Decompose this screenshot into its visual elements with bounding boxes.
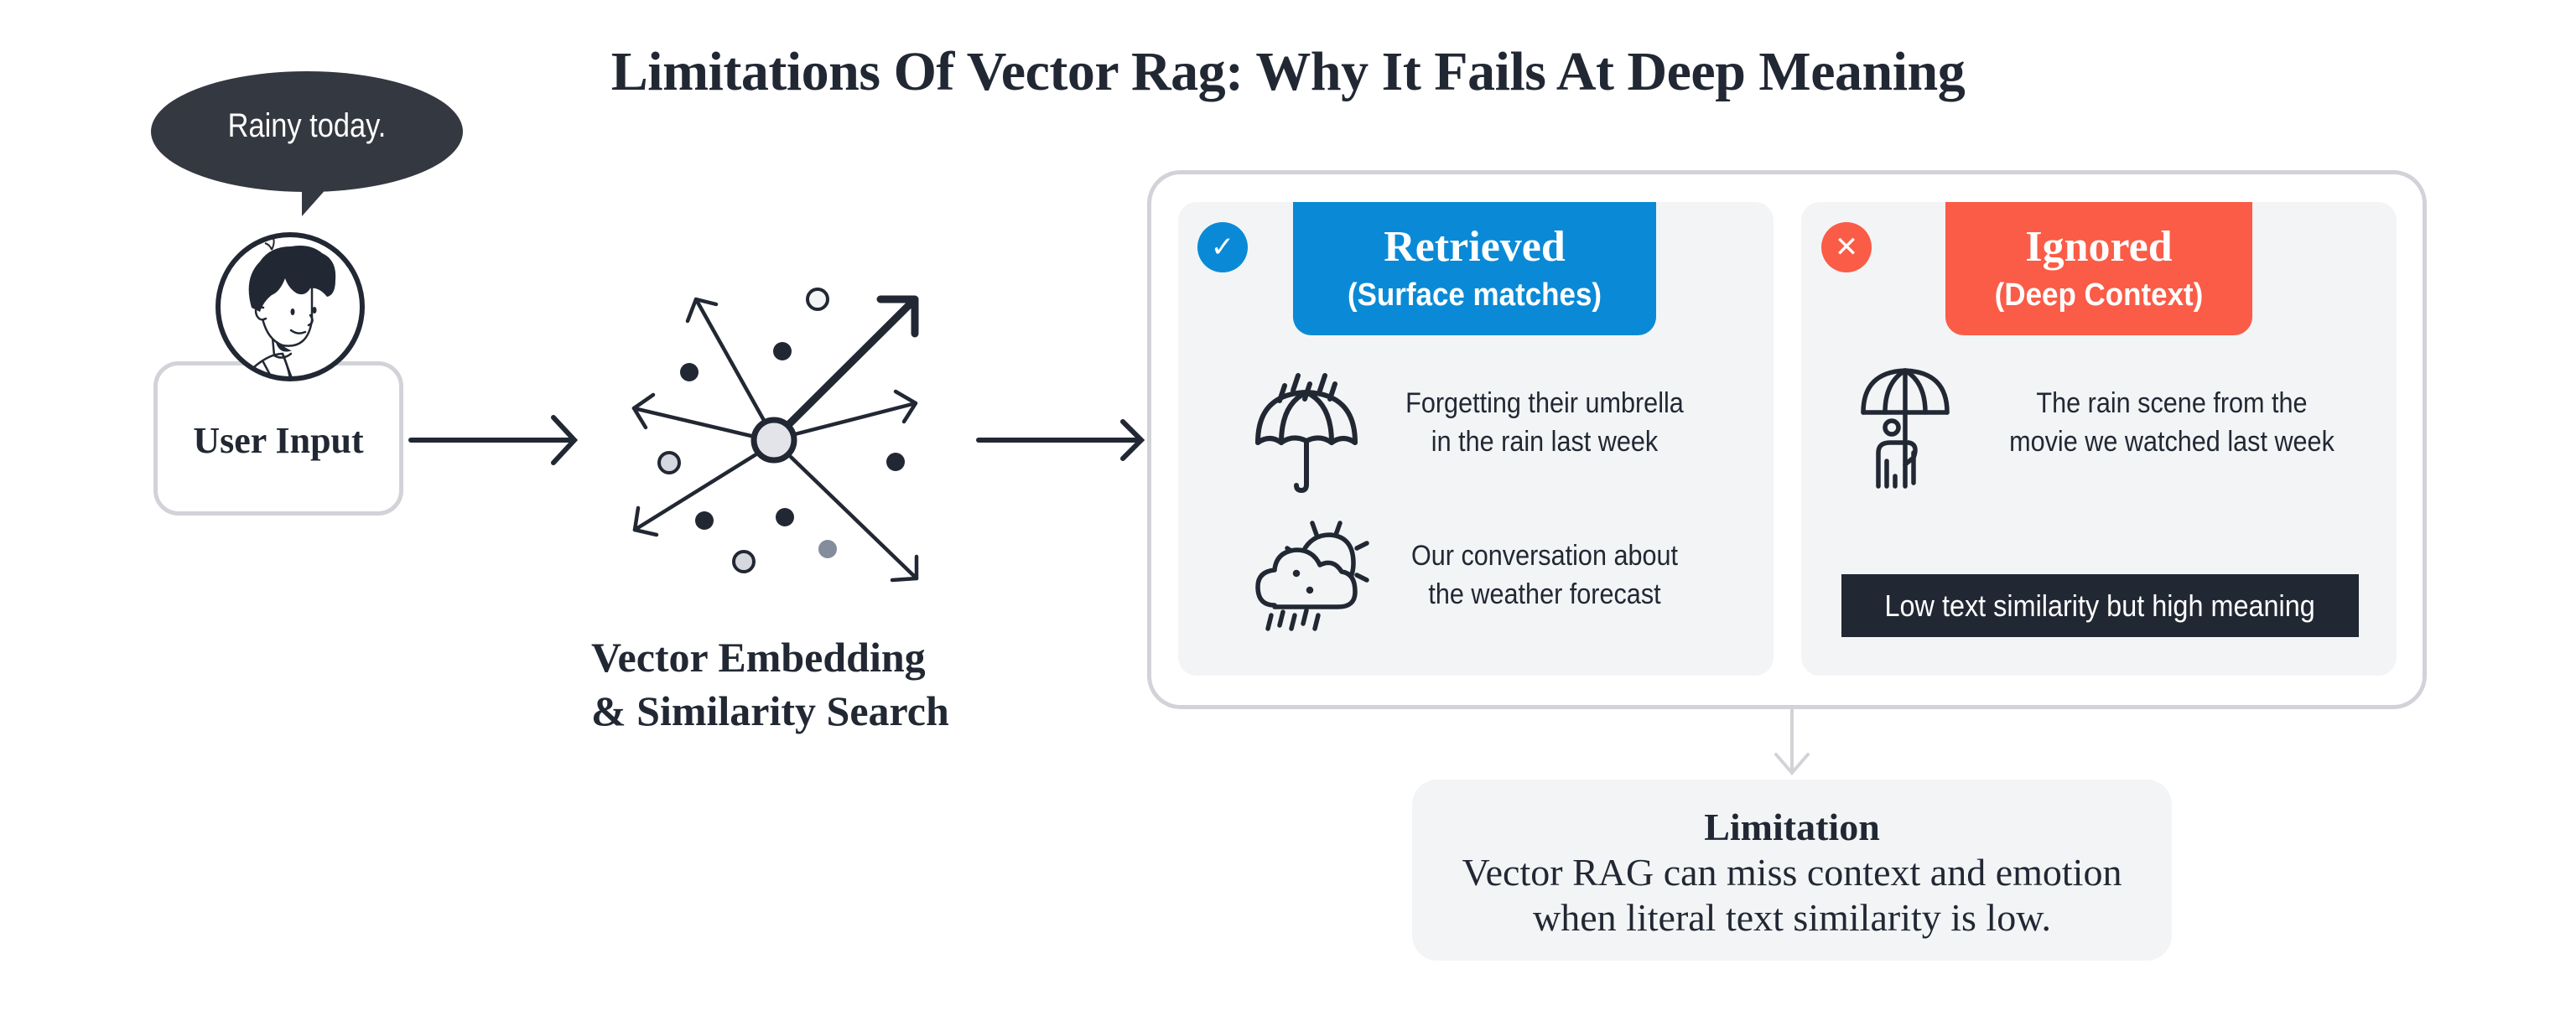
user-input-box <box>153 361 403 516</box>
retrieved-item-line: Forgetting their umbrella <box>1405 387 1684 419</box>
ignored-header: Ignored (Deep Context) <box>1945 202 2252 335</box>
retrieved-item-line: Our conversation about <box>1410 540 1679 572</box>
page-title: Limitations Of Vector Rag: Why It Fails … <box>610 41 1966 102</box>
arrow-down-icon <box>1774 707 1810 776</box>
umbrella-rain-icon <box>1255 373 1358 493</box>
embedding-label-line1: Vector Embedding <box>591 634 926 681</box>
arrow-right-icon <box>408 415 579 465</box>
embedding-label-line2: & Similarity Search <box>591 687 949 734</box>
ignored-title: Ignored <box>2025 223 2173 271</box>
limitation-title: Limitation <box>1704 806 1880 848</box>
retrieved-item: Our conversation about the weather forec… <box>1392 536 1697 614</box>
arrow-right-icon <box>976 419 1145 461</box>
limitation-line: Vector RAG can miss context and emotion <box>1462 851 2122 894</box>
meaning-badge: Low text similarity but high meaning <box>1841 574 2359 637</box>
speech-text: Rainy today. <box>227 107 387 144</box>
retrieved-title: Retrieved <box>1384 223 1566 271</box>
retrieved-item-line: in the rain last week <box>1431 426 1659 458</box>
ignored-subtitle: (Deep Context) <box>1994 277 2204 313</box>
cloud-sun-rain-icon <box>1255 521 1369 631</box>
user-input-label: User Input <box>193 420 364 461</box>
ignored-item: The rain scene from the movie we watched… <box>1991 384 2353 461</box>
ignored-item-line: The rain scene from the <box>2036 387 2308 419</box>
check-icon: ✓ <box>1197 222 1248 272</box>
embedding-label: Vector Embedding & Similarity Search <box>591 630 994 738</box>
meaning-badge-text: Low text similarity but high meaning <box>1884 588 2316 623</box>
retrieved-header: Retrieved (Surface matches) <box>1293 202 1656 335</box>
limitation-line: when literal text similarity is low. <box>1533 896 2051 939</box>
ignored-item-line: movie we watched last week <box>2009 426 2334 458</box>
retrieved-subtitle: (Surface matches) <box>1347 277 1602 313</box>
x-icon: ✕ <box>1821 222 1872 272</box>
limitation-box: Limitation Vector RAG can miss context a… <box>1412 780 2172 961</box>
retrieved-item-line: the weather forecast <box>1428 578 1661 610</box>
speech-bubble <box>151 71 463 216</box>
retrieved-item: Forgetting their umbrella in the rain la… <box>1392 384 1697 461</box>
person-umbrella-icon <box>1861 368 1950 489</box>
person-avatar-icon <box>216 232 365 381</box>
vector-space-icon <box>631 288 919 583</box>
limitation-body: Vector RAG can miss context and emotion … <box>1412 850 2172 941</box>
